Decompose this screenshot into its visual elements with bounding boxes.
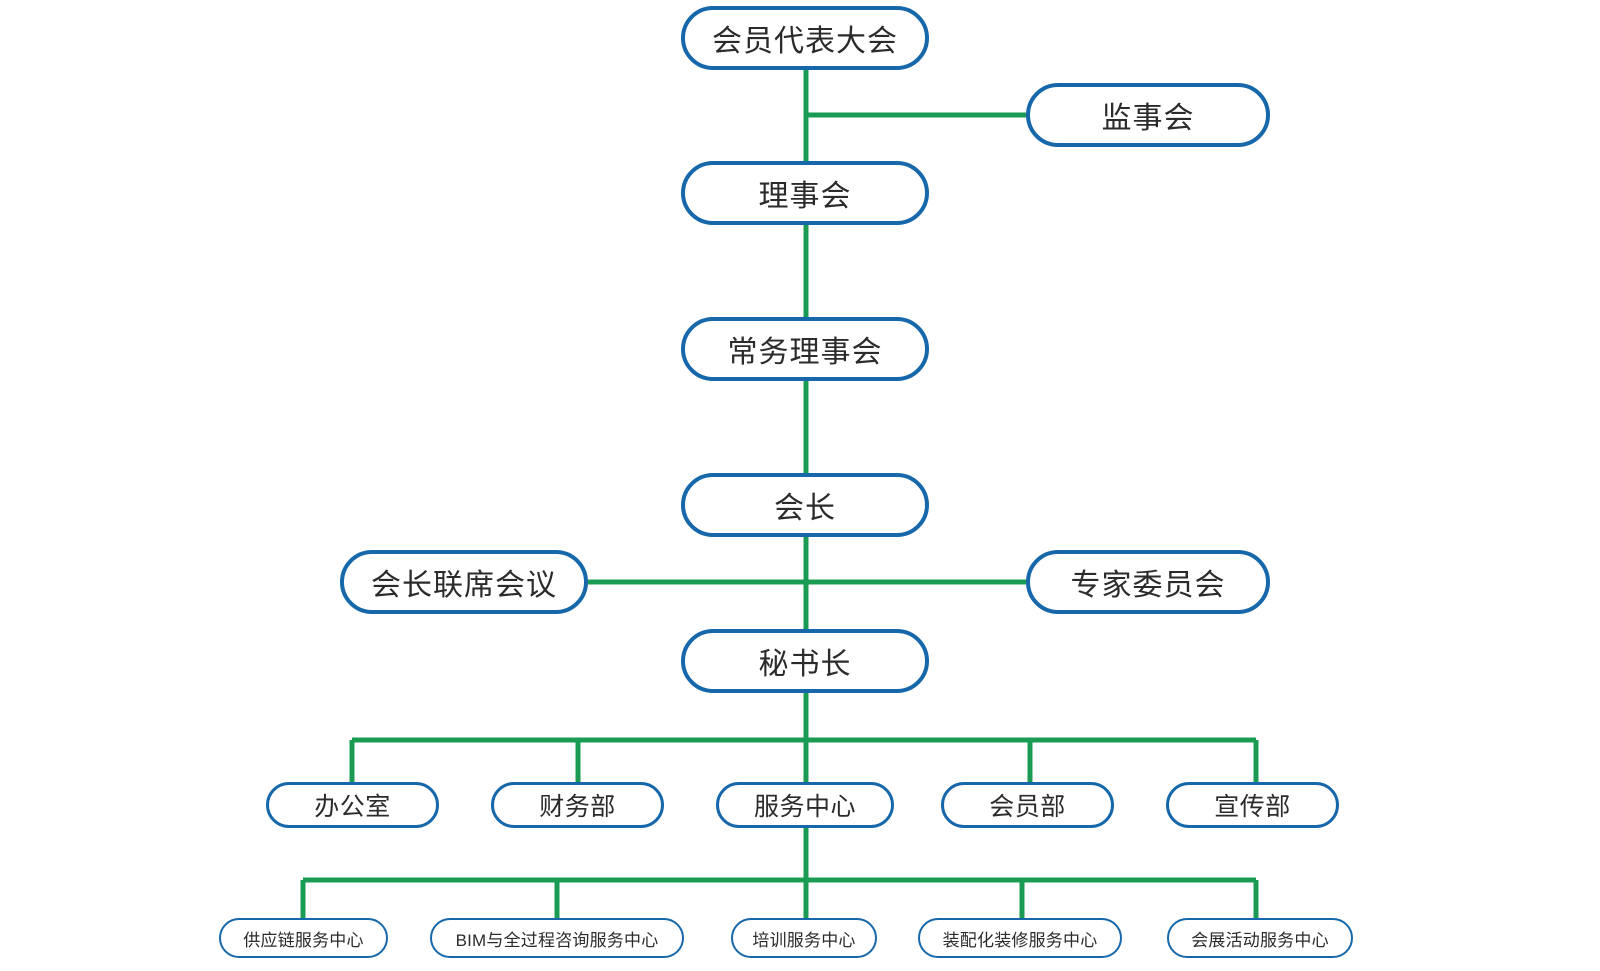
node-department-service-center[interactable]: 服务中心 xyxy=(716,782,894,828)
node-label: 专家委员会 xyxy=(1070,569,1226,602)
node-service-bim-consulting[interactable]: BIM与全过程咨询服务中心 xyxy=(430,918,684,958)
node-council[interactable]: 理事会 xyxy=(681,161,929,225)
node-service-prefab-decoration[interactable]: 装配化装修服务中心 xyxy=(918,918,1122,958)
node-label: 培训服务中心 xyxy=(752,930,856,950)
node-standing-council[interactable]: 常务理事会 xyxy=(681,317,929,381)
node-department-office[interactable]: 办公室 xyxy=(266,782,439,828)
node-label: 秘书长 xyxy=(758,648,852,681)
node-president[interactable]: 会长 xyxy=(681,473,929,537)
node-expert-committee[interactable]: 专家委员会 xyxy=(1026,550,1270,614)
node-label: 理事会 xyxy=(758,180,852,213)
node-service-supply-chain[interactable]: 供应链服务中心 xyxy=(219,918,388,958)
node-department-publicity[interactable]: 宣传部 xyxy=(1166,782,1339,828)
node-label: 供应链服务中心 xyxy=(243,930,364,950)
node-label: 财务部 xyxy=(539,793,616,821)
node-label: 宣传部 xyxy=(1214,793,1291,821)
node-label: 会员代表大会 xyxy=(712,25,898,58)
node-department-membership[interactable]: 会员部 xyxy=(941,782,1114,828)
node-label: 会员部 xyxy=(989,793,1066,821)
node-label: 常务理事会 xyxy=(727,336,883,369)
node-label: 办公室 xyxy=(314,793,391,821)
node-service-exhibition[interactable]: 会展活动服务中心 xyxy=(1167,918,1353,958)
node-secretary-general[interactable]: 秘书长 xyxy=(681,629,929,693)
node-service-training[interactable]: 培训服务中心 xyxy=(731,918,877,958)
node-members-congress[interactable]: 会员代表大会 xyxy=(681,6,929,70)
node-president-joint-meeting[interactable]: 会长联席会议 xyxy=(340,550,588,614)
node-label: 会展活动服务中心 xyxy=(1191,930,1329,950)
node-label: 会长 xyxy=(774,492,836,525)
node-supervisory-board[interactable]: 监事会 xyxy=(1026,83,1270,147)
node-department-finance[interactable]: 财务部 xyxy=(491,782,664,828)
node-label: BIM与全过程咨询服务中心 xyxy=(455,930,659,950)
node-label: 装配化装修服务中心 xyxy=(942,930,1098,950)
node-label: 服务中心 xyxy=(753,793,856,821)
node-label: 会长联席会议 xyxy=(371,569,557,602)
node-label: 监事会 xyxy=(1101,102,1195,135)
